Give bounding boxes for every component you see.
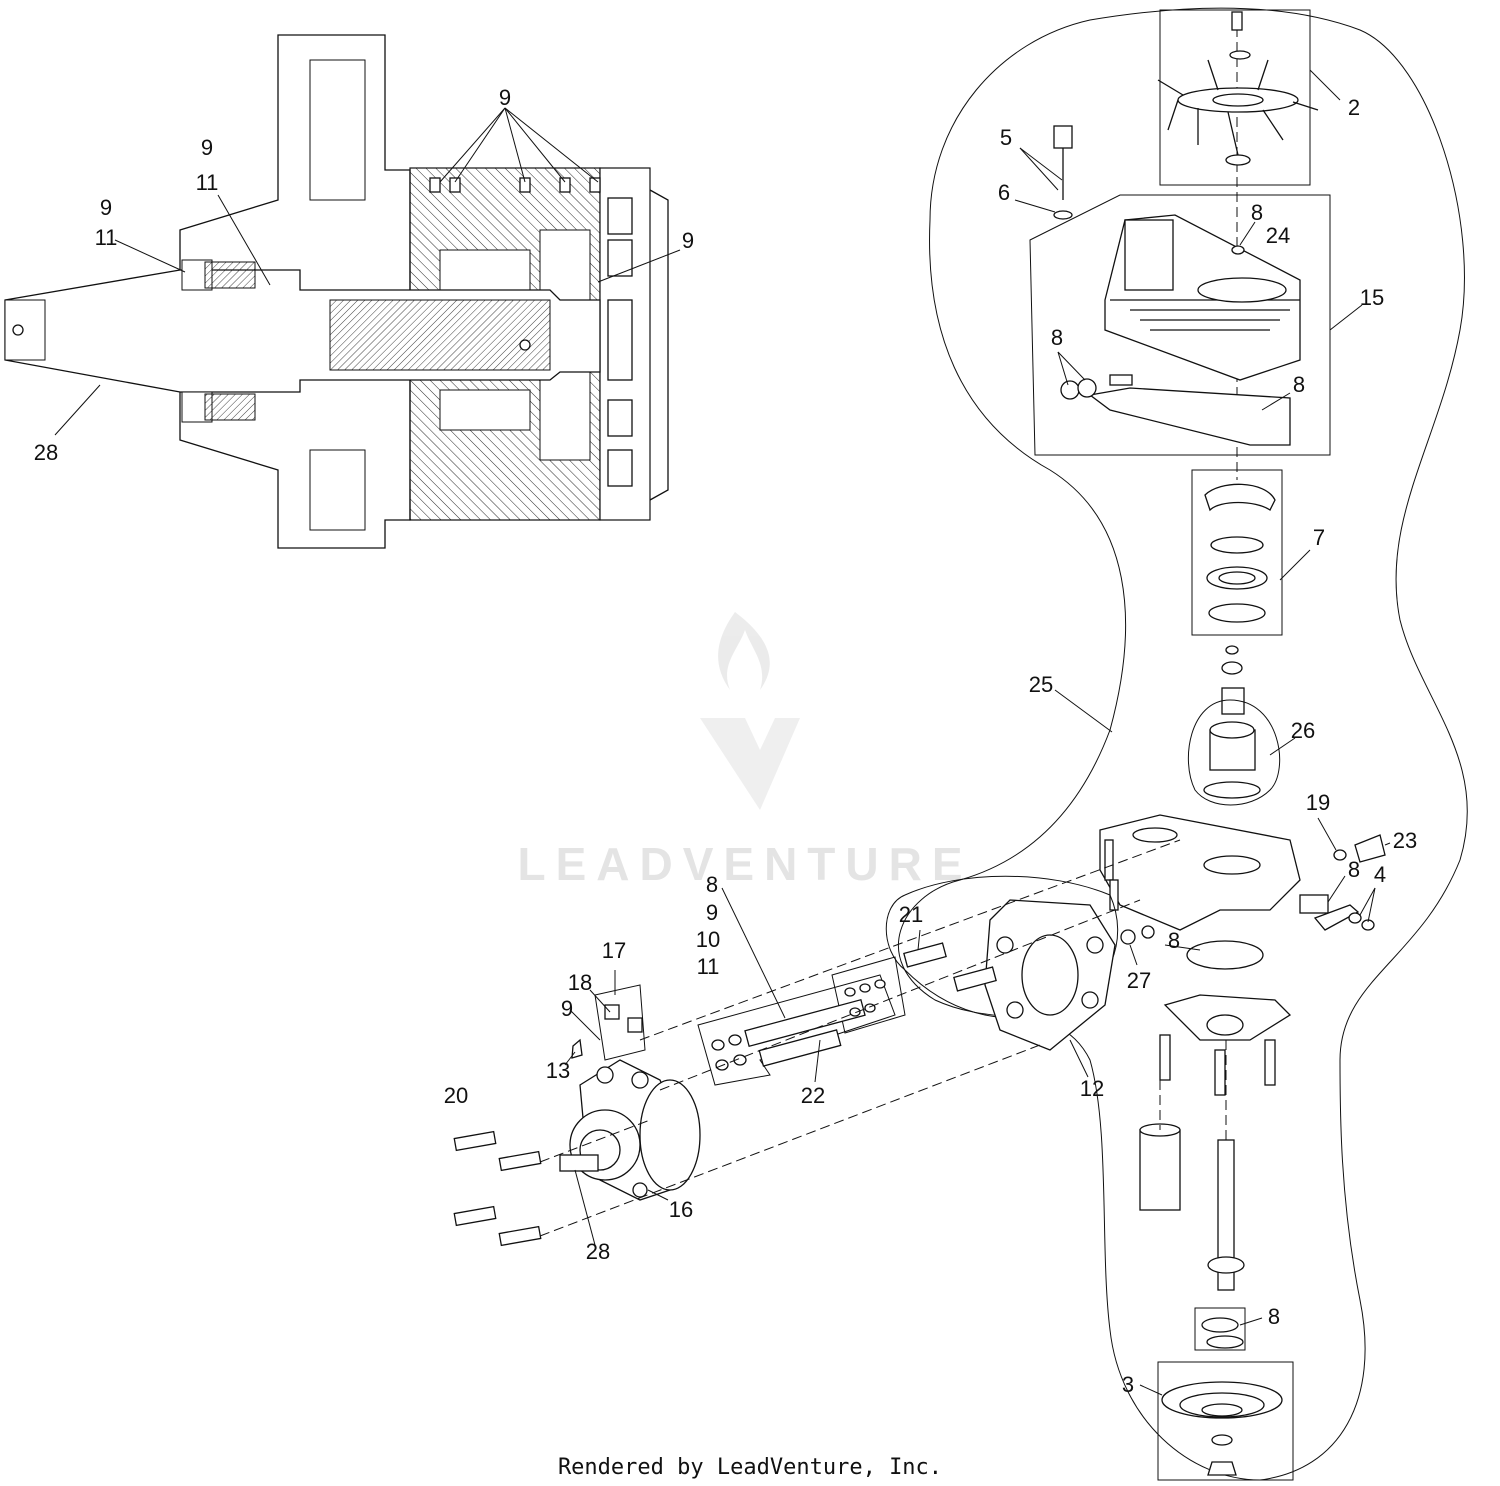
callout-13: 13 xyxy=(546,1058,570,1083)
callout-9-right: 9 xyxy=(682,228,694,253)
reservoir-housing xyxy=(1029,194,1331,456)
valve-block xyxy=(571,984,646,1061)
footer-credit: Rendered by LeadVenture, Inc. xyxy=(558,1455,942,1480)
cross-section-view xyxy=(4,34,669,549)
valve-fittings xyxy=(1299,834,1386,931)
callout-27: 27 xyxy=(1127,968,1151,993)
callout-17: 17 xyxy=(602,938,626,963)
callout-26: 26 xyxy=(1291,718,1315,743)
callout-5: 5 xyxy=(1000,125,1012,150)
callout-9-kit: 9 xyxy=(706,900,718,925)
center-housing xyxy=(1099,814,1301,931)
bearing-kit xyxy=(1191,469,1283,636)
assembly-lines xyxy=(539,839,1227,1237)
callout-20: 20 xyxy=(444,1083,468,1108)
callout-2: 2 xyxy=(1348,95,1360,120)
callout-9-top: 9 xyxy=(499,85,511,110)
callout-7: 7 xyxy=(1313,525,1325,550)
cylinder-block xyxy=(1188,645,1281,806)
leader-lines xyxy=(564,69,1391,1396)
section-leader-lines xyxy=(54,107,681,436)
callout-6: 6 xyxy=(998,180,1010,205)
pins xyxy=(903,925,1155,992)
callout-19: 19 xyxy=(1306,790,1330,815)
callout-22: 22 xyxy=(801,1083,825,1108)
callout-3: 3 xyxy=(1122,1372,1134,1397)
pulley-assembly xyxy=(1157,1361,1294,1481)
callout-9-port: 9 xyxy=(561,996,573,1021)
callout-28-section: 28 xyxy=(34,440,58,465)
callout-21: 21 xyxy=(899,902,923,927)
callout-9-a: 9 xyxy=(201,135,213,160)
motor-housing xyxy=(559,1059,701,1201)
callout-11-kit: 11 xyxy=(697,954,720,979)
axle-housing xyxy=(885,875,1119,1051)
lower-bearing xyxy=(1194,1307,1246,1351)
callout-8-left: 8 xyxy=(1051,325,1063,350)
callout-15: 15 xyxy=(1360,285,1384,310)
callout-4: 4 xyxy=(1374,862,1386,887)
callout-8-gasket: 8 xyxy=(1293,372,1305,397)
callouts: 9 9 11 9 11 9 28 2 5 6 8 24 15 8 8 7 25 … xyxy=(34,85,1417,1397)
watermark-logo xyxy=(700,612,800,810)
callout-8-cap: 8 xyxy=(1251,200,1263,225)
callout-9-b: 9 xyxy=(100,195,112,220)
callout-8-oring: 8 xyxy=(1168,928,1180,953)
callout-8-kit: 8 xyxy=(706,872,718,897)
bolts xyxy=(453,1130,542,1247)
callout-16: 16 xyxy=(669,1197,693,1222)
callout-8-valve: 8 xyxy=(1348,857,1360,882)
callout-28-axle: 28 xyxy=(586,1239,610,1264)
callout-25: 25 xyxy=(1029,672,1053,697)
callout-12: 12 xyxy=(1080,1076,1104,1101)
callout-8-bearing: 8 xyxy=(1268,1304,1280,1329)
callout-23: 23 xyxy=(1393,828,1417,853)
callout-24: 24 xyxy=(1266,223,1290,248)
assembly-outline-25 xyxy=(897,7,1468,1481)
seal-kit xyxy=(697,956,906,1086)
callout-10-kit: 10 xyxy=(696,927,720,952)
callout-18: 18 xyxy=(568,970,592,995)
dipstick-part xyxy=(1053,125,1073,220)
callout-11-a: 11 xyxy=(196,170,219,195)
watermark-text: LEADVENTURE xyxy=(517,838,972,890)
callout-11-b: 11 xyxy=(95,225,118,250)
lower-pump-parts xyxy=(1139,940,1292,1291)
